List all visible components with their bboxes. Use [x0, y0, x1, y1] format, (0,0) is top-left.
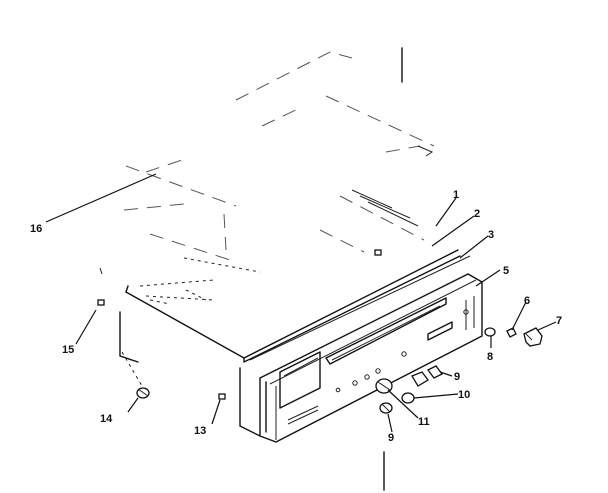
nut-icon [506, 327, 517, 338]
leader-lines [45, 173, 557, 433]
callout-6: 6 [524, 295, 530, 307]
callout-9-lower: 9 [388, 432, 394, 444]
callout-15: 15 [62, 344, 74, 356]
side-screw-icon [97, 299, 105, 306]
callout-3: 3 [488, 229, 494, 241]
chassis [97, 249, 471, 437]
front-panel [259, 273, 483, 443]
bottom-parts [121, 351, 226, 400]
callout-9-upper: 9 [454, 371, 460, 383]
small-knob-icon [401, 392, 415, 404]
center-axis-lines [383, 47, 403, 491]
callout-10: 10 [458, 389, 470, 401]
callout-14: 14 [100, 413, 113, 425]
shield-plate [123, 159, 425, 273]
bracket-icon [523, 327, 543, 347]
callout-16: 16 [30, 223, 42, 235]
callout-2: 2 [474, 208, 480, 220]
shield-screw-icon [374, 249, 382, 256]
front-knobs [375, 365, 443, 414]
callout-11: 11 [418, 416, 430, 428]
callout-1: 1 [453, 189, 459, 201]
callout-5: 5 [503, 265, 509, 277]
callout-13: 13 [194, 425, 206, 437]
push-button-icon [411, 371, 429, 387]
screw-icon [218, 393, 226, 400]
push-button-icon [427, 365, 443, 379]
callout-7: 7 [556, 315, 562, 327]
callout-8: 8 [487, 351, 493, 363]
callout-labels: 1 2 3 5 6 7 8 9 10 11 9 13 14 15 16 [30, 189, 562, 444]
top-cover [235, 51, 435, 157]
washer-icon [484, 327, 496, 337]
side-parts [484, 327, 543, 347]
